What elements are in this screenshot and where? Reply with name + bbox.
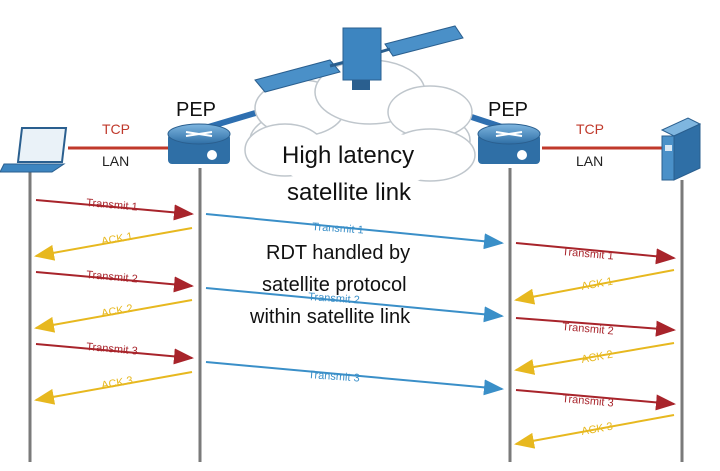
right-ack-1-label: ACK 1 (580, 276, 613, 293)
router-icon-right (477, 123, 541, 164)
left-transmit-2-arrow (35, 271, 194, 293)
left-ack-1-label: ACK 1 (100, 231, 133, 248)
rdt-label-line3: within satellite link (249, 306, 411, 328)
rdt-label-line2: satellite protocol (262, 274, 407, 296)
message-arrows: Transmit 1 ACK 1 Transmit 2 ACK 2 Transmit 3… (34, 197, 676, 449)
left-transmit-3-arrow (35, 343, 194, 365)
right-ack-2-label: ACK 2 (580, 349, 613, 366)
right-transmit-1-label: Transmit 1 (562, 246, 614, 262)
right-ack-2-arrow (514, 342, 675, 375)
cloud-label-line2: satellite link (287, 179, 412, 206)
right-transmit-2-arrow (515, 317, 676, 337)
pep-label-right: PEP (488, 99, 528, 121)
left-transmit-1-label: Transmit 1 (86, 197, 138, 213)
rdt-label-line1: RDT handled by (266, 242, 410, 264)
right-transmit-2-label: Transmit 2 (562, 321, 614, 337)
laptop-icon (0, 127, 68, 173)
satellite-transmit-2-arrow (205, 287, 504, 323)
left-transmit-3-label: Transmit 3 (86, 341, 138, 357)
left-ack-3-label: ACK 3 (100, 375, 133, 392)
left-ack-1-arrow (34, 227, 193, 261)
left-transmit-2-label: Transmit 2 (86, 269, 138, 285)
left-ack-2-label: ACK 2 (100, 303, 133, 320)
router-icon-left (167, 123, 231, 164)
satellite-transmit-2-label: Transmit 2 (308, 291, 360, 307)
right-transmit-3-arrow (515, 389, 676, 411)
satellite-transmit-1-label: Transmit 1 (312, 221, 364, 237)
right-transmit-1-arrow (515, 242, 676, 265)
right-transmit-3-label: Transmit 3 (562, 393, 614, 409)
tcp-label-left: TCP (102, 121, 130, 137)
left-ack-3-arrow (34, 371, 193, 405)
satellite-icon (254, 25, 464, 93)
server-icon (660, 117, 702, 181)
right-ack-1-arrow (514, 269, 675, 305)
lan-label-left: LAN (102, 153, 129, 169)
lan-label-right: LAN (576, 153, 603, 169)
right-ack-3-arrow (514, 414, 675, 449)
pep-label-left: PEP (176, 99, 216, 121)
left-transmit-1-arrow (35, 199, 194, 221)
right-ack-3-label: ACK 3 (580, 421, 613, 438)
satellite-transmit-3-arrow (205, 361, 504, 396)
satellite-transmit-3-label: Transmit 3 (308, 369, 360, 385)
satellite-transmit-1-arrow (205, 213, 504, 250)
tcp-label-right: TCP (576, 121, 604, 137)
left-ack-2-arrow (34, 299, 193, 333)
cloud-label-line1: High latency (282, 142, 414, 169)
